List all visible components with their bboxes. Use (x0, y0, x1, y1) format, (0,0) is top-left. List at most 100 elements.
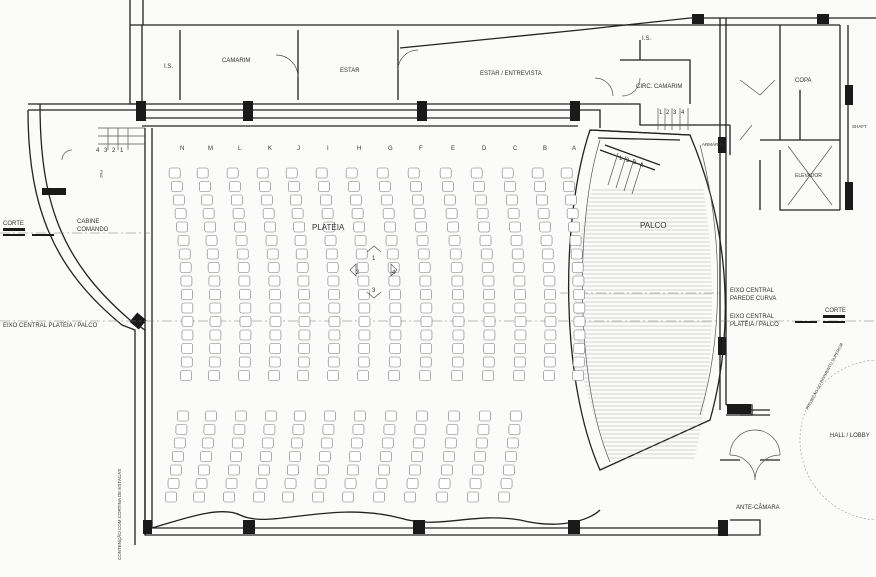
seat-I (325, 248, 338, 260)
seat-C (510, 410, 522, 422)
seat-L (237, 262, 250, 273)
seat-H (358, 302, 371, 314)
corte-marker-right-line (795, 321, 817, 323)
walls (27, 0, 876, 545)
seat-A (573, 302, 586, 314)
seat-D (475, 194, 487, 206)
section-marker-1: 1 (372, 256, 376, 262)
seat-A (572, 356, 585, 368)
seat-B (544, 329, 557, 341)
seat-E (451, 370, 463, 381)
eixo-curva-label-2: PAREDE CURVA (730, 296, 776, 302)
seat-N (168, 167, 181, 179)
section-marker-4: 4 (392, 270, 396, 276)
seat-J (298, 302, 311, 314)
row-letter-G: G (388, 146, 393, 152)
seat-C (514, 302, 527, 314)
seat-C (513, 275, 526, 287)
seat-K (262, 208, 275, 219)
seat-G (383, 424, 396, 435)
seat-I (328, 289, 340, 300)
seat-D (474, 451, 486, 462)
seat-M (195, 478, 208, 489)
seat-J (297, 275, 310, 287)
seat-B (539, 221, 551, 233)
seat-E (441, 464, 453, 476)
seat-A (571, 262, 584, 273)
seat-F (416, 235, 429, 246)
seat-D (483, 302, 496, 314)
section-marker-2: 2 (356, 270, 360, 276)
seat-B (540, 235, 553, 246)
seat-M (201, 437, 214, 449)
stair-step: 2 (112, 148, 116, 154)
seat-E (449, 248, 462, 260)
seat-K (268, 356, 281, 368)
seat-F (415, 221, 427, 233)
seat-C (511, 248, 524, 260)
seat-M (203, 424, 216, 435)
seat-C (512, 262, 525, 273)
seat-K (267, 262, 280, 273)
seat-B (537, 208, 550, 219)
seat-D (483, 343, 495, 354)
seat-N (174, 208, 187, 219)
stair-step: 1 (120, 148, 124, 154)
seat-K (258, 464, 270, 476)
room-camarim: CAMARIM (222, 58, 250, 64)
seat-C (513, 356, 526, 368)
row-letter-E: E (451, 146, 455, 152)
seat-B (543, 370, 555, 381)
seat-J (298, 329, 311, 341)
seat-I (320, 437, 333, 449)
seat-E (452, 343, 464, 354)
room-elevador: ELEVADOR (795, 173, 822, 179)
seat-J (295, 248, 308, 260)
seat-H (357, 370, 369, 381)
seat-M (209, 343, 221, 354)
seat-A (570, 248, 583, 260)
seat-F (419, 356, 432, 368)
seat-B (531, 167, 544, 179)
seat-G (389, 302, 402, 314)
seat-E (452, 329, 465, 341)
seat-E (450, 262, 463, 273)
seat-I (315, 167, 328, 179)
seat-D (482, 370, 494, 381)
eixo-curva-label-1: EIXO CENTRAL (730, 288, 775, 294)
seat-A (566, 208, 579, 219)
seat-L (236, 248, 249, 260)
seat-L (231, 437, 244, 449)
seat-F (420, 302, 433, 314)
eixo-platea-label-2: PLATÉIA / PALCO (730, 321, 779, 328)
room-labels: CAMARIM ESTAR ESTAR / ENTREVISTA I.S. I.… (77, 36, 870, 511)
seat-G (373, 491, 385, 503)
seat-I (328, 316, 341, 327)
seat-E (443, 451, 455, 462)
row-letter-J: J (297, 146, 300, 152)
seat-N (181, 302, 194, 314)
seat-H (347, 464, 359, 476)
seat-B (544, 302, 557, 314)
seat-J (292, 424, 305, 435)
seat-N (178, 248, 191, 260)
seat-H (342, 491, 354, 503)
seat-F (409, 464, 421, 476)
seat-M (209, 289, 221, 300)
row-letter-C: C (513, 146, 518, 152)
stair-step: 3 (633, 160, 637, 166)
seat-M (196, 167, 209, 179)
seat-B (544, 343, 556, 354)
seat-M (199, 181, 211, 192)
seat-E (452, 316, 465, 327)
seat-G (388, 370, 400, 381)
seat-L (238, 356, 251, 368)
seat-L (239, 343, 251, 354)
room-hall: HALL / LOBBY (830, 433, 870, 439)
seat-A (568, 221, 580, 233)
stair-step: 1 (659, 110, 663, 116)
seat-M (198, 464, 210, 476)
seat-B (544, 316, 557, 327)
seat-J (287, 464, 299, 476)
seat-F (419, 370, 431, 381)
